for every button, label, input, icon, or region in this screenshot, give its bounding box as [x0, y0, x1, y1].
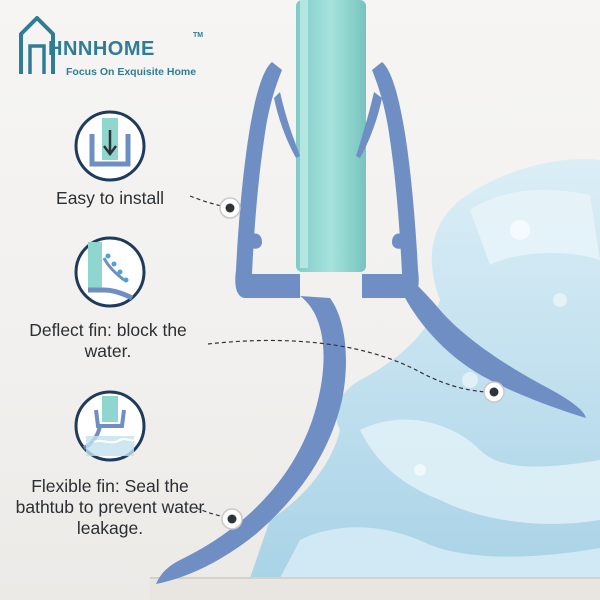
callout-markers: [219, 197, 505, 530]
feature-label-install: Easy to install: [56, 188, 164, 208]
leader-lines: [189, 195, 493, 519]
bathtub-edge: [150, 578, 600, 600]
trademark-symbol: TM: [193, 32, 204, 39]
feature-label-seal: Flexible fin: Seal the bathtub to preven…: [15, 476, 205, 538]
brand-tagline: Focus On Exquisite Home: [66, 66, 197, 78]
glass-panel: [296, 0, 366, 272]
brand-logo-icon: [19, 16, 55, 74]
feature-label-deflect: Deflect fin: block the water.: [29, 320, 187, 361]
brand-name: HNNHOME: [48, 38, 155, 60]
install-arrow-icon: [74, 110, 146, 182]
seal-profile: [156, 62, 586, 584]
seal-fin-icon: [74, 390, 146, 462]
deflect-water-icon: [74, 236, 146, 308]
water-splash: [250, 159, 600, 579]
